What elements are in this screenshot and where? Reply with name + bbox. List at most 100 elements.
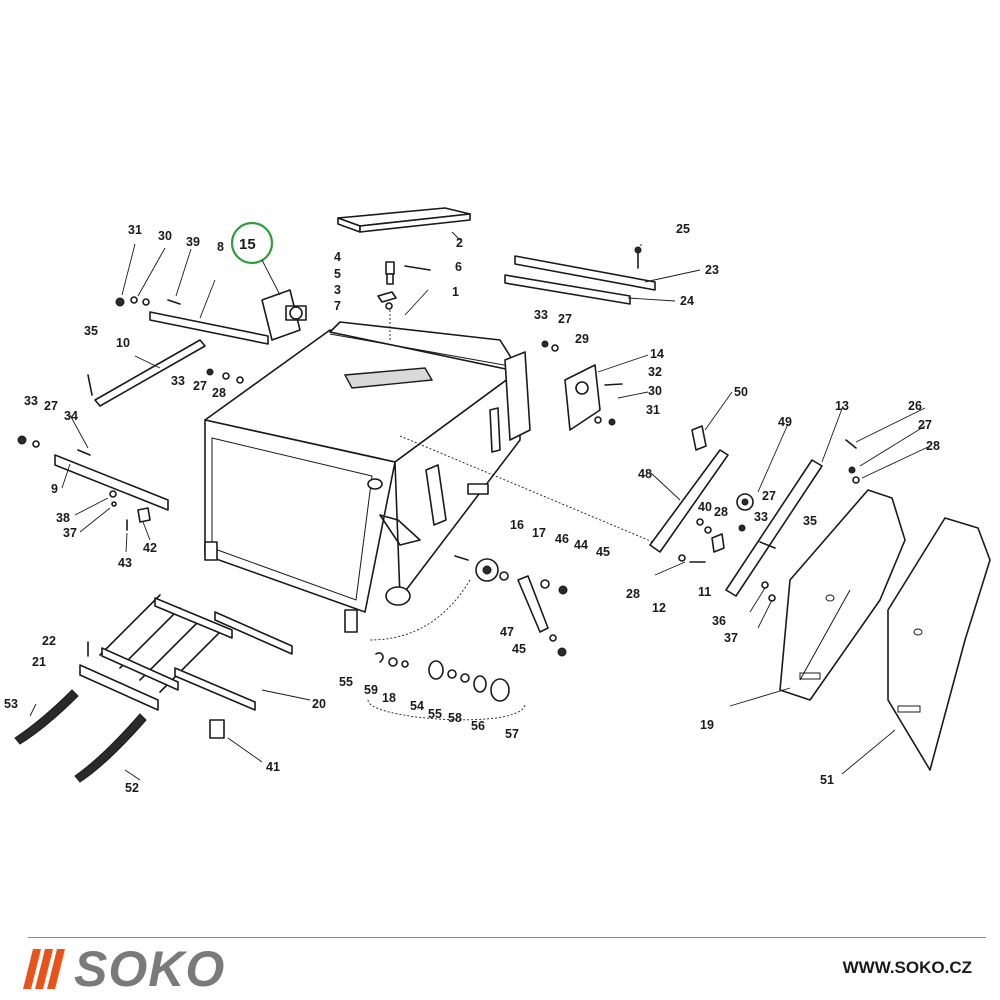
label-part-21: 21 xyxy=(32,655,46,669)
chain-53 xyxy=(14,689,79,745)
label-part-52: 52 xyxy=(125,781,139,795)
label-part-59: 59 xyxy=(364,683,378,697)
label-part-58: 58 xyxy=(448,711,462,725)
label-part-46: 46 xyxy=(555,532,569,546)
label-part-28c: 28 xyxy=(714,505,728,519)
label-part-2: 2 xyxy=(456,236,463,250)
label-part-16: 16 xyxy=(510,518,524,532)
label-part-3: 3 xyxy=(334,283,341,297)
label-part-6: 6 xyxy=(455,260,462,274)
part-15-bearing-flange xyxy=(261,289,307,341)
chain-41 xyxy=(209,719,225,739)
website-url[interactable]: WWW.SOKO.CZ xyxy=(842,958,972,977)
label-part-41: 41 xyxy=(266,760,280,774)
label-part-19: 19 xyxy=(700,718,714,732)
label-part-55b: 55 xyxy=(428,707,442,721)
label-part-5: 5 xyxy=(334,267,341,281)
label-part-32: 32 xyxy=(648,365,662,379)
label-part-13: 13 xyxy=(835,399,849,413)
label-part-37b: 37 xyxy=(63,526,77,540)
label-part-26: 26 xyxy=(908,399,922,413)
label-part-33: 33 xyxy=(534,308,548,322)
label-part-28d: 28 xyxy=(626,587,640,601)
label-part-45b: 45 xyxy=(512,642,526,656)
sprocket-group xyxy=(369,555,568,657)
label-part-47: 47 xyxy=(500,625,514,639)
label-part-27b: 27 xyxy=(558,312,572,326)
label-part-17: 17 xyxy=(532,526,546,540)
label-part-31b: 31 xyxy=(646,403,660,417)
part-8-bar xyxy=(115,296,269,345)
label-part-48: 48 xyxy=(638,467,652,481)
label-part-8: 8 xyxy=(217,240,224,254)
label-part-4: 4 xyxy=(334,250,341,264)
label-part-31: 31 xyxy=(128,223,142,237)
label-part-53: 53 xyxy=(4,697,18,711)
label-part-50: 50 xyxy=(734,385,748,399)
part-9-bar xyxy=(17,435,169,531)
label-part-18: 18 xyxy=(382,691,396,705)
label-part-27: 27 xyxy=(918,418,932,432)
logo-bars-icon xyxy=(23,949,65,989)
label-part-33d: 33 xyxy=(754,510,768,524)
bolt-stack-3-7 xyxy=(377,261,431,340)
label-part-35b: 35 xyxy=(803,514,817,528)
label-part-30: 30 xyxy=(158,229,172,243)
part-1-main-housing xyxy=(204,321,661,633)
label-part-25: 25 xyxy=(676,222,690,236)
label-part-35: 35 xyxy=(84,324,98,338)
highlight-ring xyxy=(230,221,274,265)
label-part-27c: 27 xyxy=(193,379,207,393)
part-29-bracket xyxy=(541,340,623,431)
label-part-55: 55 xyxy=(339,675,353,689)
part-51-guard xyxy=(887,517,991,771)
label-part-29: 29 xyxy=(575,332,589,346)
label-part-24: 24 xyxy=(680,294,694,308)
label-part-37: 37 xyxy=(724,631,738,645)
label-part-10: 10 xyxy=(116,336,130,350)
part-labels: 1 2 3 4 5 6 7 8 9 10 11 12 13 14 15 16 1… xyxy=(4,222,940,795)
label-part-56: 56 xyxy=(471,719,485,733)
label-part-40: 40 xyxy=(698,500,712,514)
chain-52 xyxy=(74,713,147,783)
part-13-rail xyxy=(725,439,860,602)
label-part-14: 14 xyxy=(650,347,664,361)
label-part-1: 1 xyxy=(452,285,459,299)
label-part-15: 15 xyxy=(239,236,256,253)
label-part-39: 39 xyxy=(186,235,200,249)
part-10-bar xyxy=(87,339,206,407)
part-2-cover-plate xyxy=(337,207,471,233)
label-part-42: 42 xyxy=(143,541,157,555)
rails-23-24 xyxy=(504,246,656,305)
label-part-33c: 33 xyxy=(24,394,38,408)
label-part-12: 12 xyxy=(652,601,666,615)
label-part-30b: 30 xyxy=(648,384,662,398)
washers-left xyxy=(206,368,244,384)
part-20-ladder xyxy=(79,594,293,711)
label-part-33b: 33 xyxy=(171,374,185,388)
label-part-28: 28 xyxy=(926,439,940,453)
soko-logo: SOKO xyxy=(23,941,226,997)
label-part-23: 23 xyxy=(705,263,719,277)
label-part-45: 45 xyxy=(596,545,610,559)
label-part-20: 20 xyxy=(312,697,326,711)
label-part-28b: 28 xyxy=(212,386,226,400)
leader-lines xyxy=(29,231,929,781)
label-part-43: 43 xyxy=(118,556,132,570)
label-part-27e: 27 xyxy=(762,489,776,503)
label-part-49: 49 xyxy=(778,415,792,429)
label-part-57: 57 xyxy=(505,727,519,741)
label-part-22: 22 xyxy=(42,634,56,648)
label-part-7: 7 xyxy=(334,299,341,313)
label-part-9: 9 xyxy=(51,482,58,496)
part-19-guard xyxy=(779,489,906,701)
logo-wordmark: SOKO xyxy=(74,941,226,997)
label-part-44: 44 xyxy=(574,538,588,552)
label-part-36: 36 xyxy=(712,614,726,628)
footer-divider xyxy=(28,937,986,938)
label-part-51: 51 xyxy=(820,773,834,787)
label-part-38: 38 xyxy=(56,511,70,525)
label-part-27d: 27 xyxy=(44,399,58,413)
label-part-54: 54 xyxy=(410,699,424,713)
